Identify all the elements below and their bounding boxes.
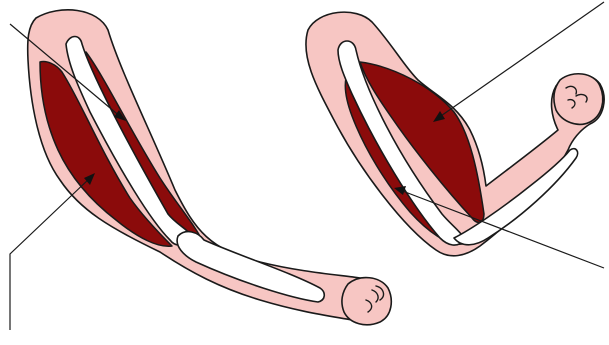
flexed-fist [554, 74, 603, 125]
flexed-arm [306, 2, 604, 268]
extended-fist [342, 278, 391, 325]
